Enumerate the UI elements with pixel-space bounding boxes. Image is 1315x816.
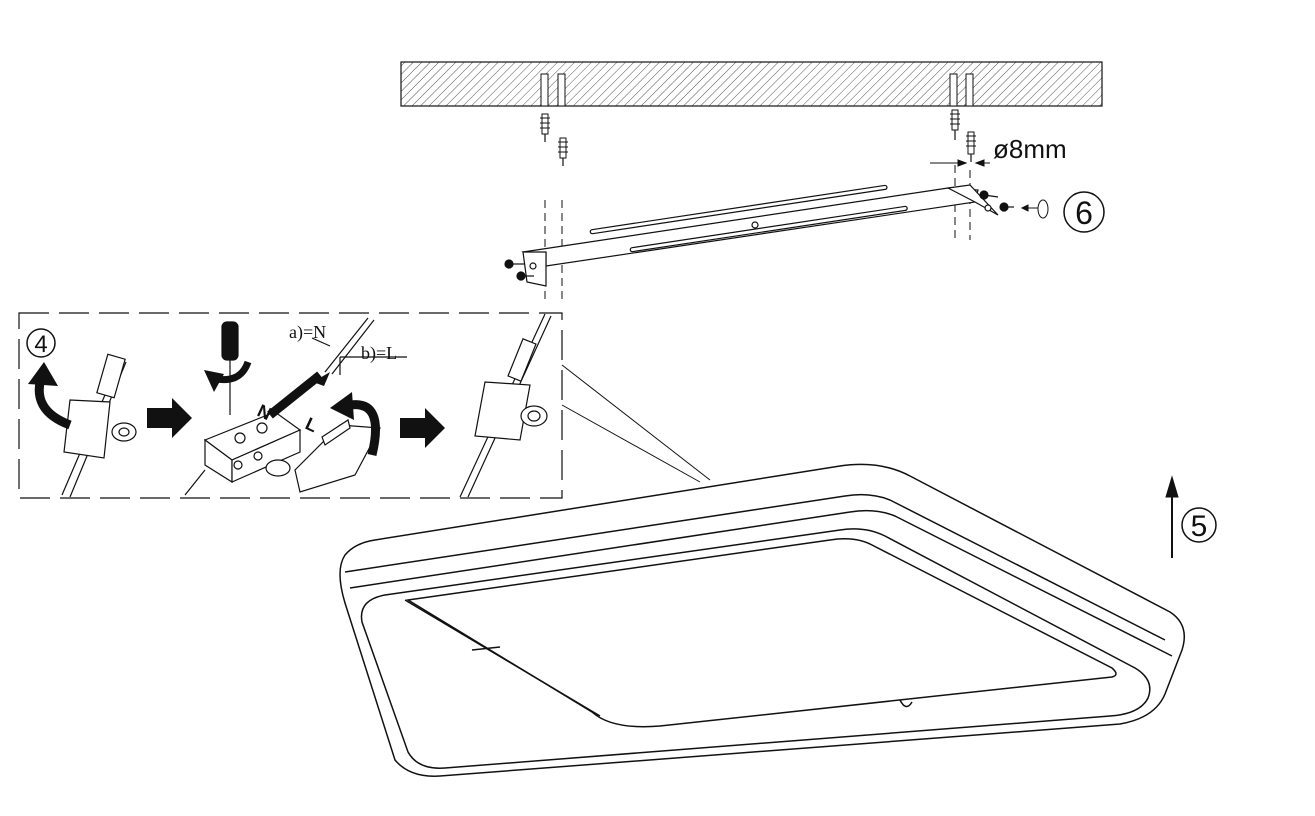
svg-text:5: 5 (1191, 510, 1208, 543)
step-6-marker: 6 (1063, 191, 1105, 233)
diameter-dimension (930, 159, 990, 167)
up-arrow-icon (1165, 475, 1179, 558)
cable-clamp-icon (459, 313, 552, 498)
rotate-arrow-head (204, 370, 224, 392)
wire-a-label: a)=N (289, 322, 326, 343)
step-5-marker: 5 (1181, 507, 1217, 543)
supply-wires (311, 317, 407, 375)
svg-text:6: 6 (1075, 195, 1093, 231)
wall-plug-icon (540, 109, 976, 159)
diameter-label: ø8mm (993, 134, 1067, 164)
rotate-arrow-icon (349, 400, 380, 457)
right-arrow-icon (147, 398, 192, 438)
clamp-cover (265, 419, 381, 493)
right-arrow-icon (400, 408, 445, 448)
wire-b-label: b)=L (361, 343, 397, 364)
rotate-arrow-head (28, 362, 58, 386)
step-4-marker: 4 (26, 328, 56, 358)
svg-text:4: 4 (34, 331, 47, 358)
rotate-arrow-icon (1020, 199, 1049, 219)
terminal-block-icon (184, 371, 323, 496)
screwdriver-icon (221, 321, 239, 415)
screw-icon (544, 130, 972, 166)
right-arrow-icon (313, 372, 330, 386)
ceiling (400, 61, 1103, 107)
bracket-screws (504, 190, 1014, 281)
cable-clamp-icon (61, 353, 137, 498)
rotate-arrow-head (330, 392, 354, 420)
mounting-bracket (521, 184, 999, 287)
ceiling-lamp (339, 463, 1185, 777)
